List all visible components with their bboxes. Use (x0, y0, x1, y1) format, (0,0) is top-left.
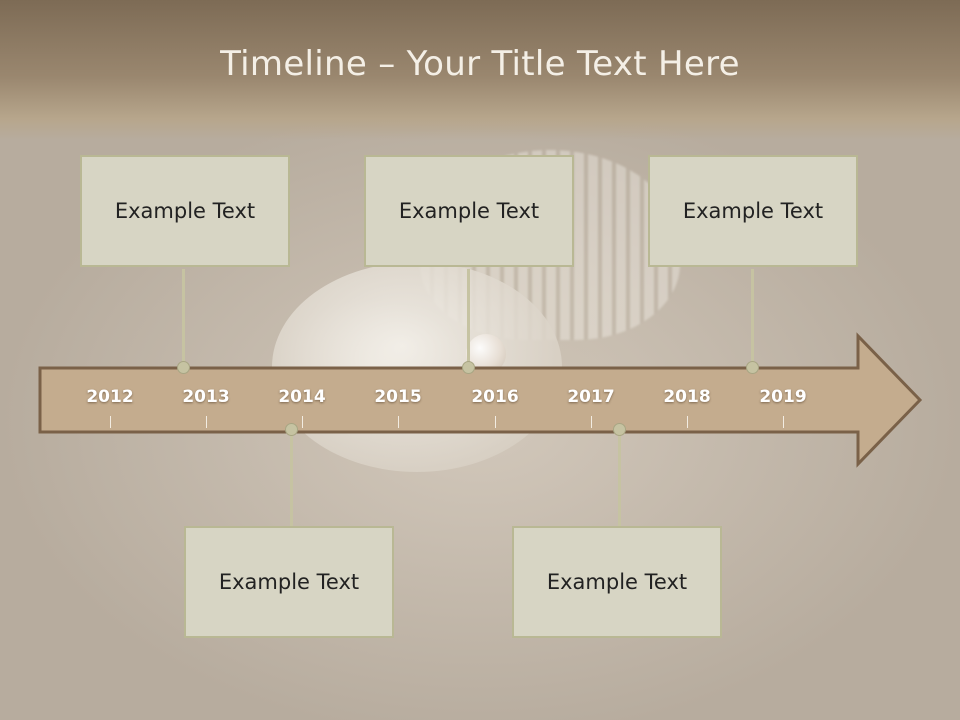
event-box-top-2[interactable]: Example Text (364, 155, 574, 267)
connector-dot (613, 423, 626, 436)
connector-dot (462, 361, 475, 374)
year-label: 2013 (182, 387, 230, 407)
year-label: 2014 (278, 387, 326, 407)
year-tick (110, 416, 111, 428)
connector-dot (285, 423, 298, 436)
year-tick (206, 416, 207, 428)
connector-line (290, 430, 293, 528)
year-label: 2016 (471, 387, 519, 407)
year-label: 2012 (86, 387, 134, 407)
connector-dot (746, 361, 759, 374)
year-tick (398, 416, 399, 428)
year-tick (495, 416, 496, 428)
year-tick (687, 416, 688, 428)
year-label: 2017 (567, 387, 615, 407)
event-box-bottom-2[interactable]: Example Text (512, 526, 722, 638)
header-band (0, 0, 960, 140)
year-label: 2019 (759, 387, 807, 407)
connector-line (618, 430, 621, 528)
event-box-top-1[interactable]: Example Text (80, 155, 290, 267)
year-tick (783, 416, 784, 428)
connector-line (751, 269, 754, 366)
year-tick (302, 416, 303, 428)
event-box-bottom-1[interactable]: Example Text (184, 526, 394, 638)
connector-line (182, 269, 185, 366)
page-title[interactable]: Timeline – Your Title Text Here (220, 44, 740, 84)
connector-line (467, 269, 470, 366)
year-label: 2015 (374, 387, 422, 407)
year-tick (591, 416, 592, 428)
year-label: 2018 (663, 387, 711, 407)
event-box-top-3[interactable]: Example Text (648, 155, 858, 267)
connector-dot (177, 361, 190, 374)
timeline-arrow (38, 332, 923, 468)
